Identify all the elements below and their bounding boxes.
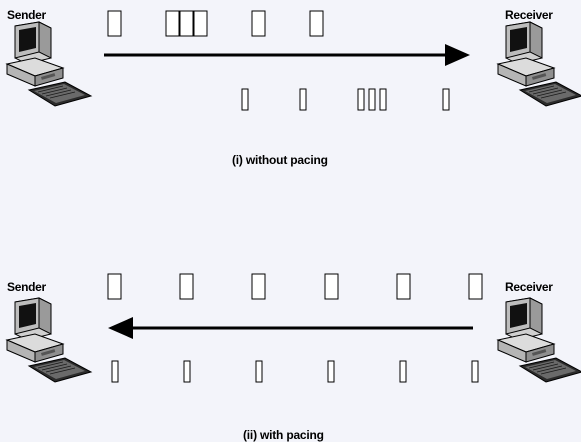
ack <box>471 360 479 383</box>
ack <box>255 360 263 383</box>
ack <box>183 360 191 383</box>
packet <box>468 273 483 300</box>
sender-computer-icon-bottom <box>6 297 92 383</box>
packet <box>251 10 266 37</box>
ack <box>368 88 376 111</box>
sender-label-bottom: Sender <box>7 280 46 294</box>
packet <box>107 273 122 300</box>
packet <box>165 10 180 37</box>
data-packets-top <box>107 10 324 37</box>
receiver-computer-icon-top <box>497 21 581 107</box>
packet <box>179 10 194 37</box>
sender-computer-icon-top <box>6 21 92 107</box>
ack-packets-top <box>241 88 450 111</box>
ack <box>327 360 335 383</box>
receiver-label-top: Receiver <box>505 8 553 22</box>
ack <box>299 88 307 111</box>
data-packets-bottom <box>107 273 483 300</box>
packet <box>324 273 339 300</box>
caption-top: (i) without pacing <box>232 153 328 167</box>
packet <box>396 273 411 300</box>
ack <box>241 88 249 111</box>
receiver-computer-icon-bottom <box>497 297 581 383</box>
ack <box>442 88 450 111</box>
sender-label-top: Sender <box>7 8 46 22</box>
ack <box>357 88 365 111</box>
packet <box>179 273 194 300</box>
ack <box>399 360 407 383</box>
receiver-label-bottom: Receiver <box>505 280 553 294</box>
arrowhead-bottom <box>108 317 133 339</box>
packet <box>193 10 208 37</box>
packet <box>107 10 122 37</box>
packet <box>309 10 324 37</box>
ack <box>111 360 119 383</box>
caption-bottom: (ii) with pacing <box>243 428 324 442</box>
arrowhead-top <box>445 44 470 66</box>
packet <box>251 273 266 300</box>
ack <box>379 88 387 111</box>
ack-packets-bottom <box>111 360 479 383</box>
